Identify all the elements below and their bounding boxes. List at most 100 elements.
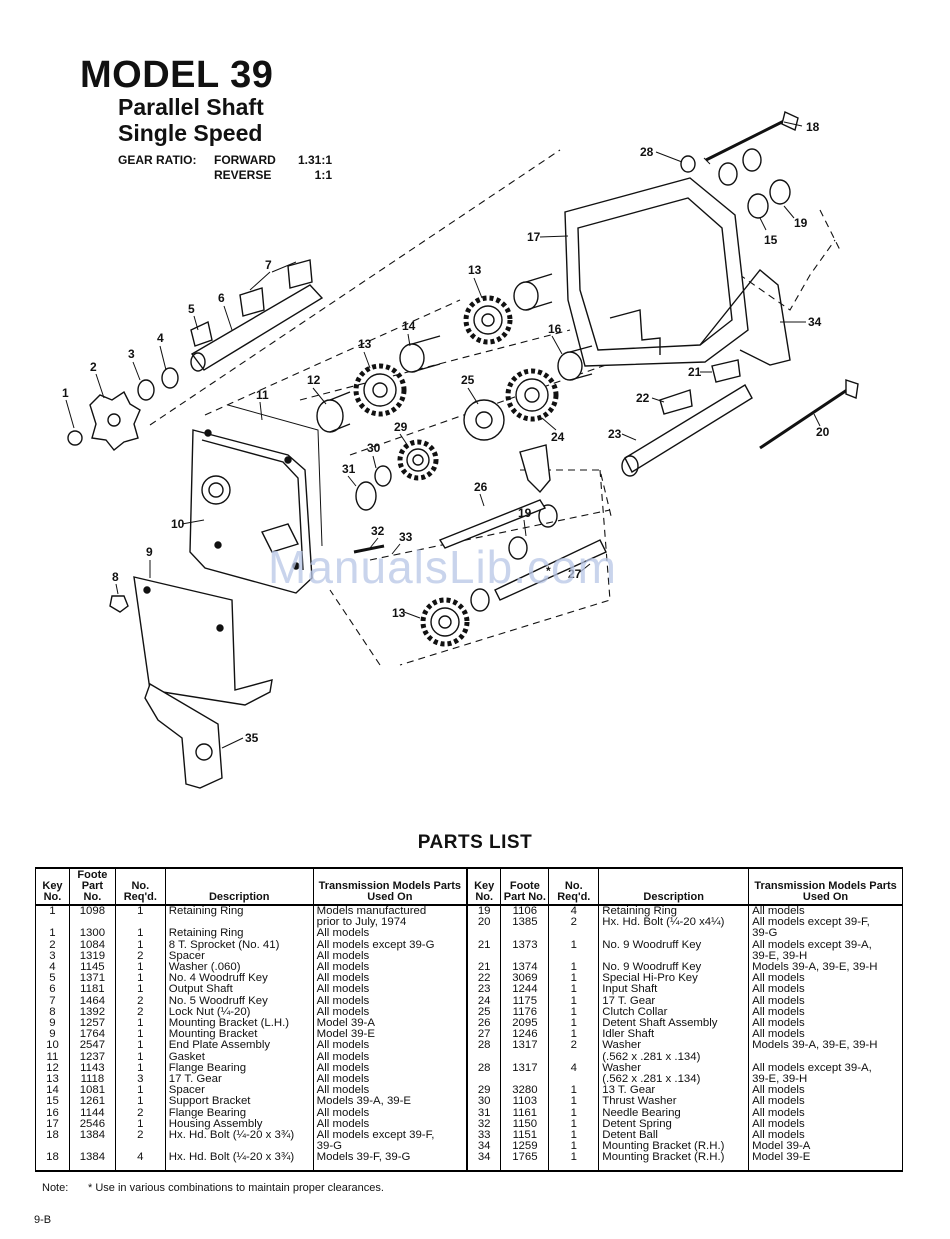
- cell-desc: Washer (.060): [164, 961, 314, 974]
- gears: [353, 295, 559, 647]
- cell-part: 1317: [500, 1062, 550, 1075]
- cell-key: [466, 928, 502, 940]
- cell-key: 29: [466, 1084, 502, 1097]
- callout-25: 25: [461, 373, 475, 387]
- cell-models: All models: [312, 961, 468, 974]
- callout-3: 3: [128, 347, 135, 361]
- header-no-reqd: No. Req'd.: [114, 867, 166, 906]
- cell-key: 28: [466, 1062, 502, 1075]
- cell-part: 2547: [68, 1040, 116, 1052]
- cell-models: All models: [312, 984, 468, 996]
- cell-desc: Mounting Bracket: [164, 1028, 314, 1041]
- cell-models: All models except 39-A,: [748, 939, 903, 951]
- cell-req: 1: [114, 984, 166, 996]
- callout-9: 9: [146, 545, 153, 559]
- callout-19b: 19: [518, 506, 532, 520]
- cell-req: 4: [548, 1062, 600, 1075]
- cell-models: All models: [748, 1006, 903, 1019]
- reverse-value: 1:1: [314, 168, 332, 182]
- callout-29: 29: [394, 420, 408, 434]
- cell-models: Model 39-A: [748, 1140, 903, 1153]
- cell-part: 1244: [500, 984, 550, 996]
- cell-key: 22: [466, 972, 502, 985]
- cell-req: 2: [114, 1129, 166, 1142]
- cell-key: 19: [466, 905, 502, 918]
- cell-key: 26: [466, 1017, 502, 1030]
- cell-desc: [164, 1141, 314, 1153]
- cell-desc: Hx. Hd. Bolt (¼-20 x 3¾): [164, 1152, 314, 1172]
- callout-18: 18: [806, 120, 820, 134]
- footnote: Note:* Use in various combinations to ma…: [42, 1182, 384, 1194]
- cell-models: All models: [312, 1051, 468, 1063]
- cell-req: 1: [548, 939, 600, 951]
- cell-models: Model 39-E: [748, 1152, 903, 1172]
- callout-16: 16: [548, 322, 562, 336]
- cell-req: [548, 928, 600, 940]
- subtitle-line-2: Single Speed: [118, 120, 263, 146]
- cell-models: All models: [312, 1073, 468, 1086]
- leader-lines: [65, 121, 821, 749]
- cell-part: 1317: [500, 1040, 550, 1052]
- callout-13c: 13: [392, 606, 406, 620]
- cell-key: 21: [466, 939, 502, 951]
- cell-models: All models: [312, 1006, 468, 1019]
- cell-models: All models: [312, 928, 468, 940]
- cell-models: All models: [312, 972, 468, 985]
- cell-key: 27: [466, 1028, 502, 1041]
- cell-desc: 8 T. Sprocket (No. 41): [164, 939, 314, 951]
- cell-req: 1: [548, 1152, 600, 1172]
- cell-desc: Gasket: [164, 1051, 314, 1063]
- callout-31: 31: [342, 462, 356, 476]
- callout-30: 30: [367, 441, 381, 455]
- callout-24: 24: [551, 430, 565, 444]
- header-foote-part-no-right: Foote Part No.: [500, 867, 550, 906]
- cell-req: 2: [548, 1040, 600, 1052]
- cell-key: 33: [466, 1129, 502, 1142]
- callout-33: 33: [399, 530, 413, 544]
- sprocket-and-rings: [67, 367, 179, 451]
- gear-ratio-label: GEAR RATIO:: [118, 153, 197, 167]
- cell-models: All models: [312, 1118, 468, 1131]
- callout-35: 35: [245, 731, 259, 745]
- parts-list-title: PARTS LIST: [417, 832, 533, 853]
- housing-assembly: [564, 177, 791, 367]
- cell-key: 34: [466, 1140, 502, 1153]
- callout-1: 1: [62, 386, 69, 400]
- callout-13b: 13: [468, 263, 482, 277]
- cell-desc: Retaining Ring: [164, 905, 314, 918]
- bearings-and-spacers: [316, 273, 593, 612]
- header-models: Transmission Models Parts Used On: [312, 867, 468, 906]
- diagram-callout-labels: 1 2 3 4 5 6 7 8 9 10 11 12 13 13 13 14 1…: [62, 120, 830, 745]
- washers-and-rings: [659, 148, 791, 415]
- cell-models: All models: [748, 995, 903, 1007]
- callout-8: 8: [112, 570, 119, 584]
- header-foote-part-no: Foote Part No.: [68, 867, 116, 906]
- cell-desc: Hx. Hd. Bolt (¼-20 x 3¾): [164, 1129, 314, 1142]
- cell-req: 1: [548, 984, 600, 996]
- cell-desc: No. 5 Woodruff Key: [164, 995, 314, 1007]
- page-title: MODEL 39: [80, 54, 274, 96]
- cell-part: 1261: [68, 1096, 116, 1108]
- callout-19a: 19: [794, 216, 808, 230]
- cell-key: 32: [466, 1118, 502, 1131]
- callout-32: 32: [371, 524, 385, 538]
- callout-14: 14: [402, 319, 416, 333]
- forward-value: 1.31:1: [297, 153, 332, 167]
- callout-13a: 13: [358, 337, 372, 351]
- watermark: ManualsLib.com: [268, 541, 617, 593]
- callout-10: 10: [171, 517, 185, 531]
- cell-desc: Retaining Ring: [164, 928, 314, 940]
- mounting-bracket-lh: [109, 576, 273, 706]
- bolts: [353, 111, 859, 554]
- callout-12: 12: [307, 373, 321, 387]
